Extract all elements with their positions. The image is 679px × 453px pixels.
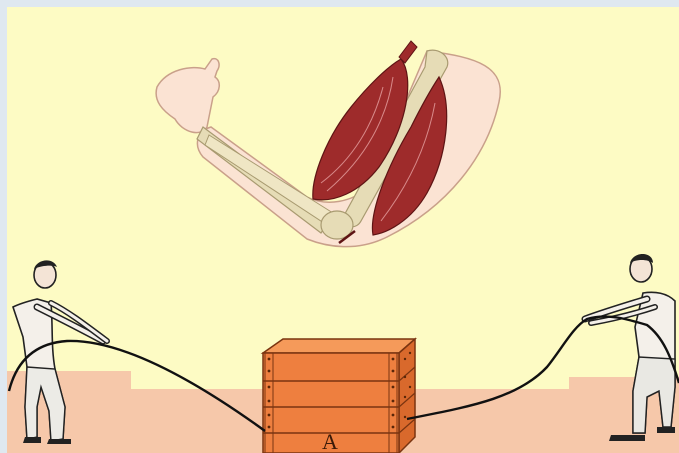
man-pulling-rope-left	[13, 260, 107, 444]
scene-canvas: A	[7, 7, 679, 453]
man-pulling-rope-right	[585, 254, 675, 441]
crate-label: A	[315, 431, 345, 453]
arm-muscle-illustration	[156, 41, 500, 247]
scene-drawing	[7, 7, 679, 453]
